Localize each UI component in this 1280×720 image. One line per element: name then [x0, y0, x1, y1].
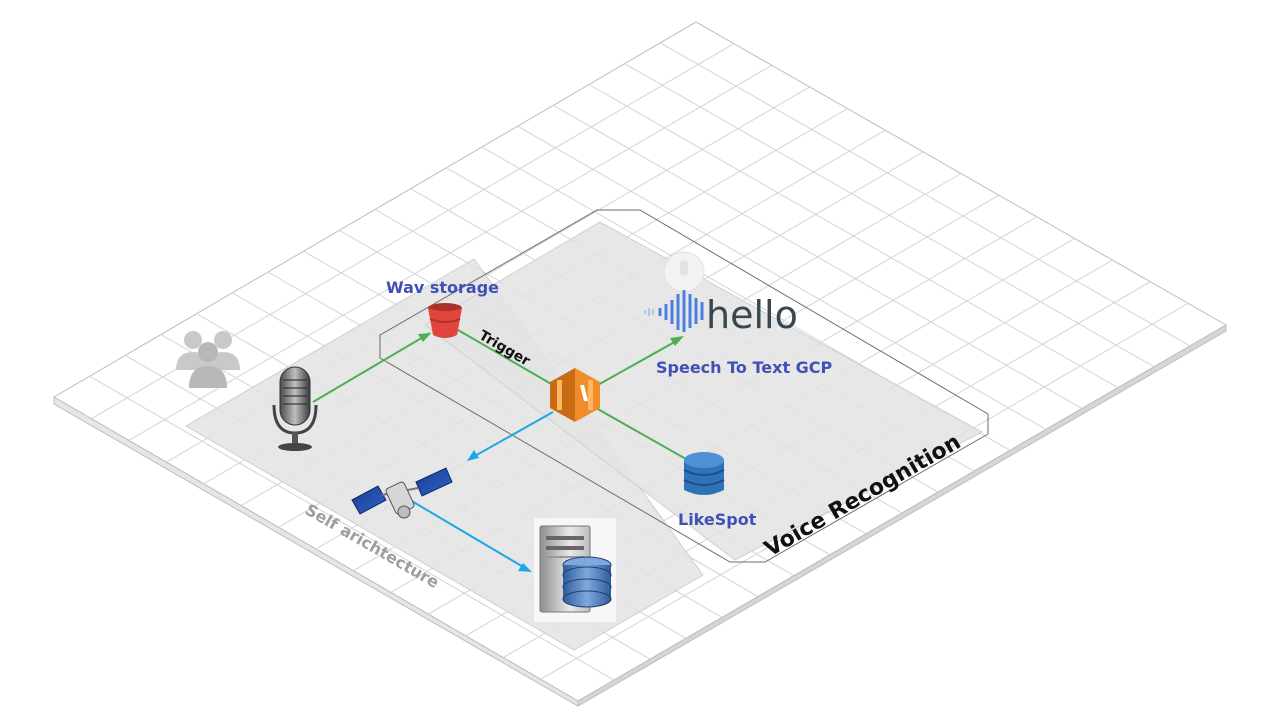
voice-recognition-region — [379, 209, 989, 563]
flow-lambda-to-satellite — [472, 411, 554, 458]
arrowhead-server — [518, 563, 532, 572]
label-wav-storage: Wav storage — [386, 278, 499, 297]
hello-logo-text: hello — [706, 293, 798, 337]
arrowhead-satellite — [467, 450, 479, 461]
hello-logo-icon: hello — [644, 251, 798, 337]
microphone-icon — [272, 366, 318, 451]
flow-satellite-to-server — [409, 499, 526, 569]
label-likespot: LikeSpot — [678, 510, 757, 529]
database-stack — [562, 556, 612, 608]
dynamodb-icon — [683, 452, 725, 495]
s3-bucket-icon — [428, 303, 462, 338]
arrowhead-bucket — [418, 333, 431, 342]
arrowhead-stt — [670, 336, 684, 346]
flow-lambda-to-likespot — [595, 407, 687, 460]
flow-lines — [312, 329, 687, 572]
server-database-icon — [534, 518, 616, 622]
flow-lambda-to-stt — [595, 338, 681, 387]
flow-bucket-to-lambda — [457, 329, 554, 386]
users-icon — [176, 331, 240, 388]
flow-mic-to-bucket — [312, 332, 431, 403]
lambda-icon — [550, 368, 600, 422]
grid-line — [128, 64, 772, 441]
satellite-icon — [351, 467, 453, 519]
label-speech-to-text: Speech To Text GCP — [656, 358, 833, 377]
